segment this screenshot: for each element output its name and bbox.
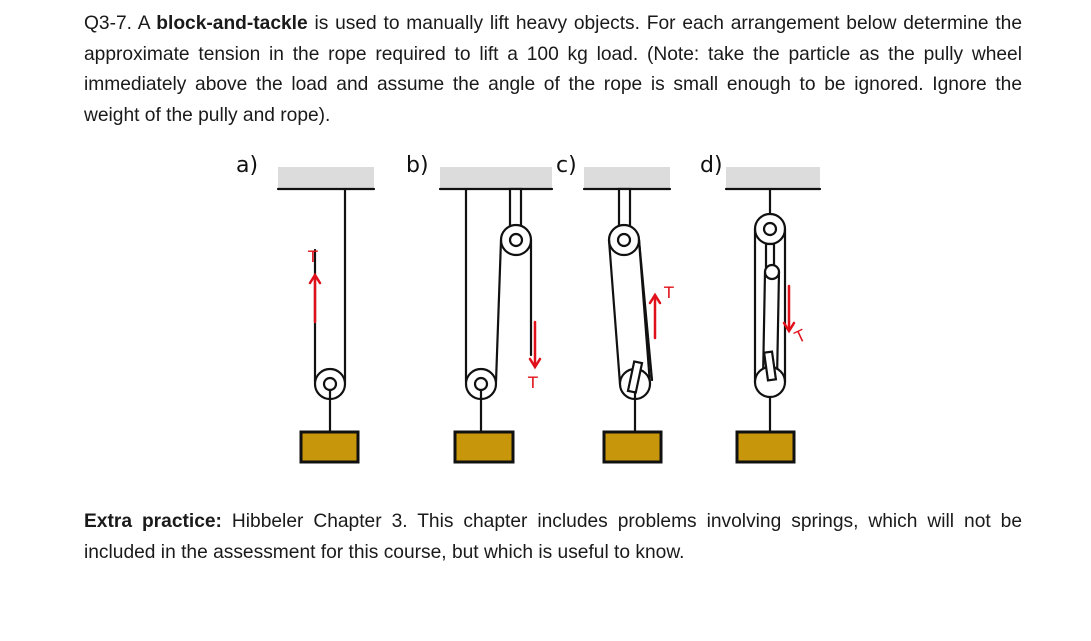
arrangement-d: d) T bbox=[700, 153, 822, 464]
label-c: c) bbox=[556, 153, 577, 178]
arrangement-c: c) T bbox=[556, 153, 674, 464]
tension-arrow-a bbox=[308, 272, 322, 324]
load-d bbox=[735, 430, 796, 464]
extra-body: Hibbeler Chapter 3. This chapter include… bbox=[84, 511, 1023, 563]
ceiling-d bbox=[726, 167, 820, 189]
tension-label-a: T bbox=[307, 247, 318, 266]
question-lead: A bbox=[132, 13, 157, 34]
lower-axle-b bbox=[473, 376, 489, 392]
tension-arrow-c bbox=[648, 292, 662, 340]
ceiling-b bbox=[440, 167, 552, 189]
tension-label-d: T bbox=[791, 325, 809, 347]
question-paragraph: Q3-7. A block-and-tackle is used to manu… bbox=[84, 9, 1022, 131]
rope-inner-right-d bbox=[775, 270, 781, 382]
load-a bbox=[299, 430, 360, 464]
label-d: d) bbox=[700, 153, 723, 178]
tension-label-b: T bbox=[527, 373, 538, 392]
question-term: block-and-tackle bbox=[156, 13, 308, 34]
arrangement-b: b) T bbox=[406, 153, 554, 464]
extra-heading: Extra practice: bbox=[84, 511, 222, 532]
rope-inner-left-d bbox=[761, 270, 767, 382]
rope-middle-b bbox=[494, 238, 503, 384]
extra-practice-paragraph: Extra practice: Hibbeler Chapter 3. This… bbox=[84, 507, 1022, 568]
question-number: Q3-7. bbox=[84, 13, 132, 34]
ceiling-c bbox=[584, 167, 670, 189]
question-body: is used to manually lift heavy objects. … bbox=[84, 13, 1022, 126]
rope-free-c bbox=[637, 238, 654, 382]
label-a: a) bbox=[236, 153, 258, 178]
pulley-axle-a bbox=[322, 376, 338, 392]
tension-arrow-b bbox=[528, 320, 542, 370]
upper-axle-1-d bbox=[762, 221, 778, 237]
upper-pulley-2-d bbox=[763, 263, 781, 281]
upper-axle-b bbox=[508, 232, 524, 248]
arrangement-a: a) T bbox=[236, 153, 376, 464]
block-and-tackle-figure: a) T b) bbox=[236, 153, 822, 464]
tension-arrow-d bbox=[782, 284, 796, 334]
ceiling-a bbox=[278, 167, 374, 189]
load-c bbox=[602, 430, 663, 464]
tension-label-c: T bbox=[663, 283, 674, 302]
label-b: b) bbox=[406, 153, 429, 178]
load-b bbox=[453, 430, 515, 464]
upper-axle-c bbox=[616, 232, 632, 248]
lower-bracket-c bbox=[626, 360, 644, 394]
lower-bracket-d bbox=[762, 350, 778, 382]
rope-left-c bbox=[607, 238, 622, 386]
